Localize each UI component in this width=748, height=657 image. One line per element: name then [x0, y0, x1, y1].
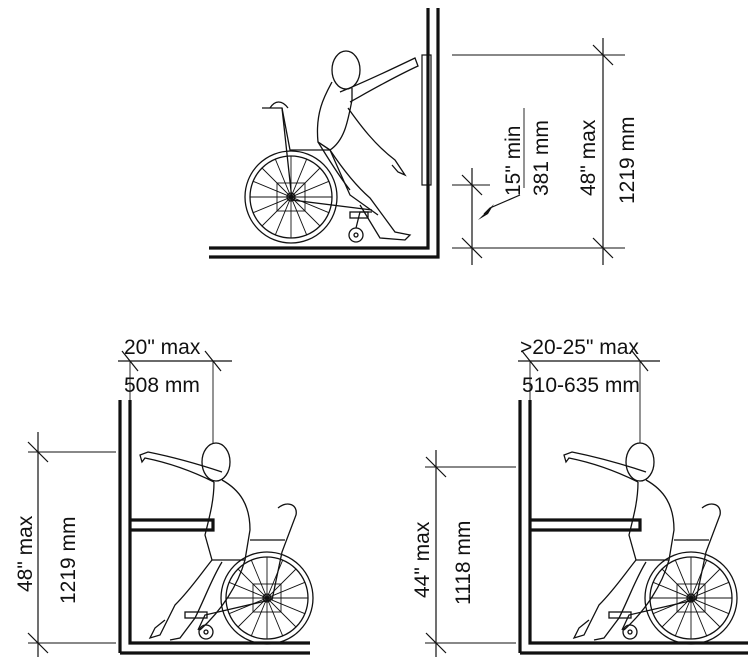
- side-reach-max-label-mm: 1219 mm: [616, 116, 639, 204]
- side-reach-height-dimension: [452, 38, 625, 265]
- forward-reach-20-depth-label: 20" max: [124, 336, 201, 359]
- forward-reach-25-height-label-mm: 1118 mm: [452, 521, 475, 605]
- forward-reach-25-height-dimension: [425, 450, 516, 657]
- forward-reach-25-wall-floor: [518, 400, 748, 655]
- forward-reach-20-depth-dimension: [118, 350, 232, 450]
- forward-reach-25-depth-label: >20-25" max: [520, 336, 639, 359]
- forward-reach-20-wall-floor: [118, 400, 310, 655]
- forward-reach-20-wheel: [220, 551, 314, 645]
- side-reach-caster: [348, 227, 364, 243]
- forward-reach-20-person: [139, 442, 251, 641]
- side-reach-wheel: [244, 150, 338, 244]
- forward-reach-25-caster: [622, 624, 638, 640]
- side-reach-min-label: 15" min: [502, 126, 525, 197]
- forward-reach-20-depth-label-mm: 508 mm: [124, 374, 200, 397]
- side-reach-min-dimension: [452, 108, 525, 265]
- forward-reach-25-wheelchair: [608, 503, 738, 645]
- forward-reach-20-height-label: 48" max: [14, 515, 37, 592]
- forward-reach-25-head: [625, 442, 655, 482]
- forward-reach-25-height-label: 44" max: [411, 521, 434, 598]
- side-reach-wheelchair: [244, 101, 379, 244]
- forward-reach-25-diagram: >20-25" max 510-635 mm 44" max 1118 mm: [411, 336, 748, 657]
- forward-reach-25-person: [563, 442, 675, 641]
- forward-reach-20-caster: [198, 624, 214, 640]
- side-reach-head: [331, 50, 361, 90]
- forward-reach-20-head: [201, 442, 231, 482]
- forward-reach-20-height-label-mm: 1219 mm: [57, 516, 80, 604]
- side-reach-min-label-mm: 381 mm: [530, 120, 553, 196]
- forward-reach-25-depth-label-mm: 510-635 mm: [522, 374, 640, 397]
- side-reach-max-label: 48" max: [577, 119, 600, 196]
- forward-reach-20-diagram: 20" max 508 mm 48" max 1219 mm: [14, 336, 314, 657]
- side-reach-wall-panel: [421, 54, 432, 186]
- forward-reach-25-wheel: [644, 551, 738, 645]
- forward-reach-20-wheelchair: [184, 503, 314, 645]
- side-reach-wall-floor: [209, 8, 440, 259]
- side-reach-person: [316, 50, 419, 241]
- side-reach-diagram: 15" min 381 mm 48" max 1219 mm: [209, 8, 639, 265]
- forward-reach-25-depth-dimension: [518, 350, 660, 450]
- forward-reach-20-height-dimension: [27, 432, 116, 657]
